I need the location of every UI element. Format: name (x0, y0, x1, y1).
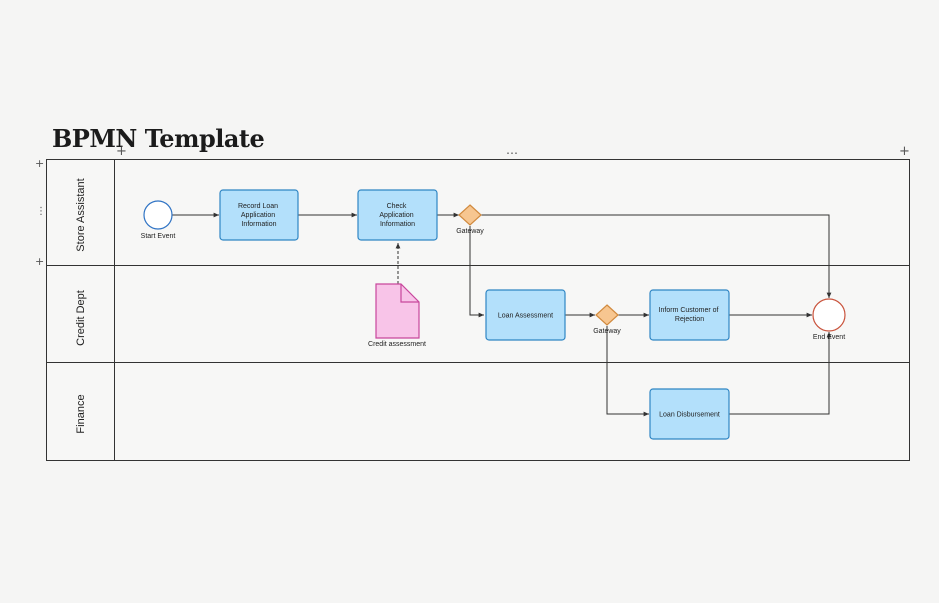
task-line: Rejection (675, 316, 704, 323)
task-loan-assessment[interactable]: Loan Assessment (485, 289, 566, 341)
corner-add-icon[interactable]: + (116, 144, 127, 159)
flow-gateway-to-assessment[interactable] (469, 226, 484, 318)
start-event-label: Start Event (141, 233, 176, 240)
document-credit-assessment[interactable]: Credit assessment (368, 283, 426, 348)
row-menu-icon[interactable]: ⋮ (36, 206, 46, 217)
task-record-loan[interactable]: Record Loan Application Information (219, 189, 299, 241)
add-column-icon[interactable]: + (899, 144, 910, 159)
lane-label: Store Assistant (75, 178, 87, 251)
task-line: Loan Assessment (498, 313, 553, 320)
connectors (172, 212, 832, 417)
lane-finance[interactable]: Finance (75, 394, 87, 433)
gateway-label: Gateway (456, 228, 484, 235)
task-loan-disbursement[interactable]: Loan Disbursement (649, 388, 730, 440)
pool (46, 159, 910, 461)
end-event[interactable]: End Event (812, 298, 846, 341)
flow-gateway-to-end[interactable] (481, 214, 832, 298)
svg-text:Check Application: Check Application Information (379, 203, 415, 228)
task-line: Information (380, 221, 415, 228)
more-options-icon[interactable]: … (506, 143, 518, 157)
lane-label: Finance (75, 394, 87, 433)
task-inform-customer[interactable]: Inform Customer of Rejection (649, 289, 730, 341)
svg-text:Record Loan Applicatio: Record Loan Application Information (238, 203, 280, 228)
lane-label: Credit Dept (75, 290, 87, 346)
svg-text:Loan Assessment: Loan Assessment (498, 313, 553, 320)
task-check-application[interactable]: Check Application Information (357, 189, 438, 241)
gateway-1[interactable]: Gateway (456, 204, 484, 235)
lane-store-assistant[interactable]: Store Assistant (75, 178, 87, 251)
add-row-above-icon[interactable]: + (35, 157, 45, 170)
task-line: Information (241, 221, 276, 228)
end-event-label: End Event (813, 334, 845, 341)
task-line: Application (241, 212, 275, 219)
start-event[interactable]: Start Event (141, 200, 176, 240)
task-line: Check (387, 203, 407, 210)
flow-disbursement-to-end[interactable] (729, 332, 832, 415)
task-line: Application (379, 212, 413, 219)
flow-gateway-to-disbursement[interactable] (606, 326, 649, 417)
gateway-2[interactable]: Gateway (593, 304, 621, 335)
page-title: BPMN Template (52, 124, 265, 153)
task-line: Record Loan (238, 203, 278, 210)
svg-text:Inform Customer of Rej: Inform Customer of Rejection (659, 307, 721, 323)
task-line: Loan Disbursement (659, 412, 720, 419)
document-label: Credit assessment (368, 341, 426, 348)
add-row-below-icon[interactable]: + (35, 255, 45, 268)
lane-credit-dept[interactable]: Credit Dept (75, 290, 87, 346)
svg-text:Loan Disbursement: Loan Disbursement (659, 412, 720, 419)
task-line: Inform Customer of (659, 307, 719, 314)
gateway-label: Gateway (593, 328, 621, 335)
